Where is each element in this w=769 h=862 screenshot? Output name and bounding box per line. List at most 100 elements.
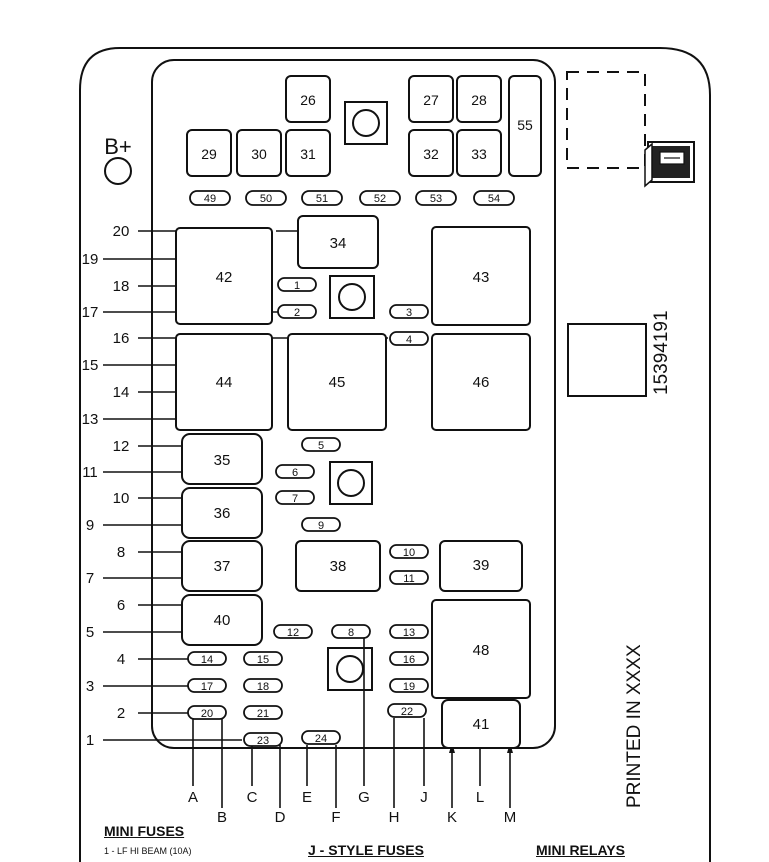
relay-43: 43	[431, 226, 531, 326]
callout-F: F	[331, 809, 340, 826]
relay-27: 27	[408, 75, 454, 123]
callout-9: 9	[86, 517, 94, 534]
fuse-17: 17	[187, 678, 227, 693]
svg-text:35: 35	[214, 452, 231, 469]
fuse-panel-outline	[151, 59, 556, 749]
mounting-post-upper	[329, 275, 375, 319]
fuse-16: 16	[389, 651, 429, 666]
svg-text:4: 4	[406, 334, 412, 346]
fuse-23: 23	[243, 732, 283, 747]
callout-18: 18	[113, 278, 130, 295]
svg-text:29: 29	[201, 146, 217, 162]
relay-38: 38	[295, 540, 381, 592]
relay-34: 34	[297, 215, 379, 269]
svg-text:41: 41	[473, 716, 490, 733]
fuse-21: 21	[243, 705, 283, 720]
callout-13: 13	[82, 411, 99, 428]
callout-3: 3	[86, 678, 94, 695]
mini-relays-heading: MINI RELAYS	[536, 842, 625, 858]
dashed-optional-area	[566, 71, 646, 169]
left-callout-labels: 20 19 18 17 16 15 14 13 12 11 10 9 8 7 6…	[82, 223, 130, 749]
mounting-post-lower	[327, 647, 373, 691]
mounting-posts	[327, 101, 388, 691]
svg-text:20: 20	[201, 708, 213, 720]
mini-fuse-slots: 49 50 51 52 53 54 1 2 3 4 5 6 7 9 10 11 …	[187, 190, 515, 747]
callout-20: 20	[113, 223, 130, 240]
fuse-20: 20	[187, 705, 227, 720]
callout-17: 17	[82, 304, 99, 321]
callout-8: 8	[117, 544, 125, 561]
fuse-50: 50	[245, 190, 287, 206]
fuse-2: 2	[277, 304, 317, 319]
svg-text:9: 9	[318, 520, 324, 532]
relay-29: 29	[186, 129, 232, 177]
callout-14: 14	[113, 384, 130, 401]
svg-text:49: 49	[204, 193, 216, 205]
relay-30: 30	[236, 129, 282, 177]
relay-37: 37	[181, 540, 263, 592]
svg-text:51: 51	[316, 193, 328, 205]
svg-text:10: 10	[403, 547, 415, 559]
svg-text:52: 52	[374, 193, 386, 205]
svg-text:55: 55	[517, 117, 533, 133]
relay-41: 41	[441, 699, 521, 749]
svg-text:33: 33	[471, 146, 487, 162]
mini-fuse-legend-item: 1 - LF HI BEAM (10A)	[104, 846, 192, 856]
fuse-24: 24	[301, 730, 341, 745]
callout-C: C	[247, 789, 258, 806]
svg-text:2: 2	[294, 307, 300, 319]
svg-text:50: 50	[260, 193, 272, 205]
svg-text:15: 15	[257, 654, 269, 666]
relay-46: 46	[431, 333, 531, 431]
fuse-5: 5	[301, 437, 341, 452]
svg-text:19: 19	[403, 681, 415, 693]
svg-text:54: 54	[488, 193, 500, 205]
svg-text:16: 16	[403, 654, 415, 666]
callout-11: 11	[82, 464, 98, 481]
callout-J: J	[420, 789, 428, 806]
label-plate	[567, 323, 647, 397]
svg-text:42: 42	[216, 269, 233, 286]
mini-fuses-heading: MINI FUSES	[104, 823, 185, 839]
callout-19: 19	[82, 251, 99, 268]
callout-H: H	[389, 809, 400, 826]
svg-text:5: 5	[318, 440, 324, 452]
callout-L: L	[476, 789, 484, 806]
svg-text:46: 46	[473, 374, 490, 391]
fuse-54: 54	[473, 190, 515, 206]
housing-outline	[79, 47, 711, 862]
relay-28: 28	[456, 75, 502, 123]
callout-12: 12	[113, 438, 130, 455]
fuse-7: 7	[275, 490, 315, 505]
fuse-18: 18	[243, 678, 283, 693]
mounting-post-middle	[329, 461, 373, 505]
j-style-fuses-heading: J - STYLE FUSES	[308, 842, 424, 858]
relay-26: 26	[285, 75, 331, 123]
callout-6: 6	[117, 597, 125, 614]
fuse-1: 1	[277, 277, 317, 292]
relay-blocks: 26 27 28 29 30 31 32 33 55 34 42 43 44 4…	[175, 75, 542, 749]
relay-55: 55	[508, 75, 542, 177]
svg-text:36: 36	[214, 505, 231, 522]
fuse-15: 15	[243, 651, 283, 666]
svg-text:30: 30	[251, 146, 267, 162]
relay-48: 48	[431, 599, 531, 699]
fuse-13: 13	[389, 624, 429, 639]
svg-text:22: 22	[401, 706, 413, 718]
fuse-6: 6	[275, 464, 315, 479]
battery-terminal-stud	[104, 157, 132, 185]
relay-42: 42	[175, 227, 273, 325]
svg-text:3: 3	[406, 307, 412, 319]
bottom-leader-lines	[192, 632, 511, 808]
svg-text:26: 26	[300, 92, 316, 108]
relay-44: 44	[175, 333, 273, 431]
callout-4: 4	[117, 651, 125, 668]
svg-text:31: 31	[300, 146, 316, 162]
callout-1: 1	[86, 732, 94, 749]
svg-text:44: 44	[216, 374, 233, 391]
svg-text:21: 21	[257, 708, 269, 720]
callout-M: M	[504, 809, 517, 826]
callout-E: E	[302, 789, 312, 806]
mounting-post-top	[344, 101, 388, 145]
part-number: 15394191	[651, 310, 672, 395]
